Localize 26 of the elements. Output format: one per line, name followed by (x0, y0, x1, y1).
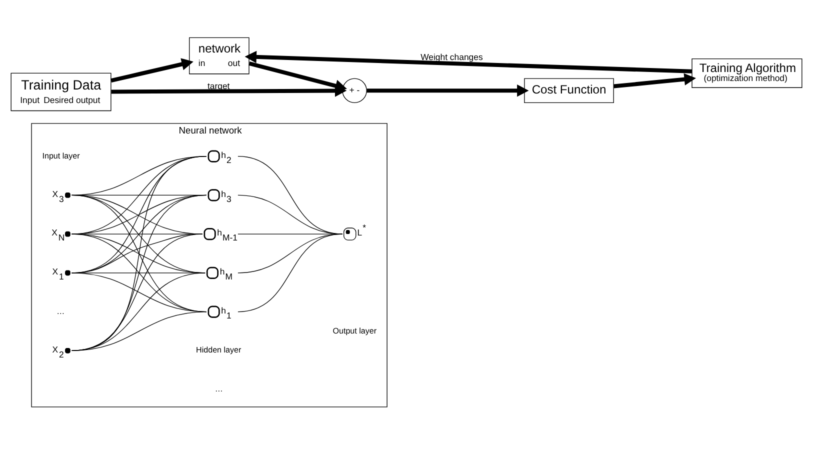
connector (71, 233, 203, 234)
arrow (366, 84, 529, 96)
connector (238, 233, 343, 273)
connector (71, 155, 207, 350)
arrow (614, 72, 696, 88)
connector (71, 272, 206, 350)
arrow (248, 60, 347, 92)
edge-label: target (207, 80, 230, 90)
arrow (110, 58, 194, 82)
node-box: Cost Function (524, 78, 614, 103)
node-circle: + - (342, 78, 367, 103)
connector (238, 194, 343, 234)
connector (71, 194, 207, 350)
connector (71, 155, 207, 273)
connector (238, 233, 343, 234)
connector (71, 233, 203, 350)
node-box: network in out (189, 36, 250, 74)
node-box: Training Data Input Desired output (10, 72, 112, 111)
edge-label: Weight changes (420, 52, 483, 62)
node-box: Training Algorithm (optimization method) (692, 58, 802, 88)
connector (238, 155, 343, 234)
connector (71, 194, 207, 312)
connector (238, 233, 343, 312)
arrow (244, 50, 692, 73)
connector (71, 233, 207, 312)
connector (71, 155, 207, 234)
